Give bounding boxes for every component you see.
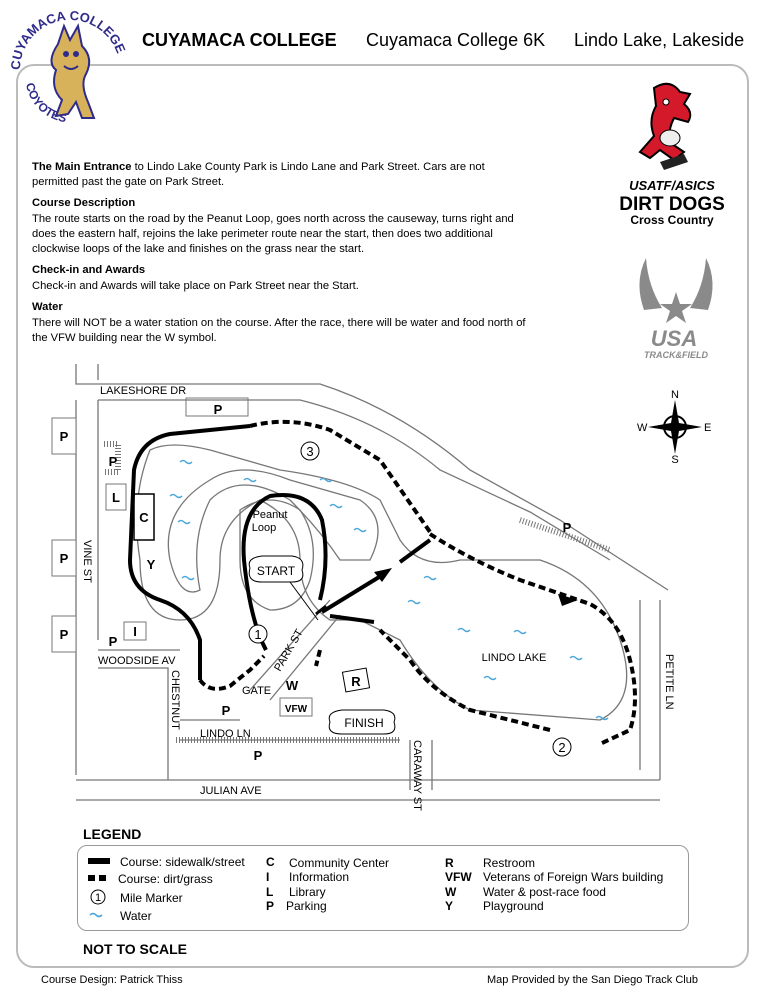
parking-label: P <box>60 551 69 566</box>
usa-track-field-logo: USA TRACK&FIELD <box>639 258 713 360</box>
callouts: START FINISH Peanut Loop LINDO LAKE <box>248 509 547 735</box>
compass-w: W <box>637 422 648 434</box>
peanut-loop-line2: Loop <box>252 522 276 534</box>
caraway-label: CARAWAY ST <box>411 740 423 811</box>
water-text: There will NOT be a water station on the… <box>32 317 526 344</box>
usatf-asics-text: USATF/ASICS <box>629 178 715 193</box>
legend-key-vfw: VFW <box>445 870 472 884</box>
checkin-text: Check-in and Awards will take place on P… <box>32 280 359 292</box>
restroom-label: R <box>351 674 361 689</box>
water-marks <box>169 459 609 721</box>
peanut-loop-line1: Peanut <box>253 509 288 521</box>
usa-text: USA <box>651 326 697 351</box>
park-st-label: PARK ST <box>272 627 306 673</box>
dirt-dogs-logo: USATF/ASICS DIRT DOGS Cross Country <box>619 82 725 227</box>
start-label: START <box>257 564 296 578</box>
course-arrows <box>374 568 578 606</box>
map-provided-credit: Map Provided by the San Diego Track Club <box>487 974 698 986</box>
course-text: The route starts on the road by the Pean… <box>32 213 514 255</box>
not-to-scale: NOT TO SCALE <box>83 941 187 957</box>
legend-key-r: R <box>445 856 454 870</box>
mile-markers: 1 2 3 <box>248 441 572 757</box>
parking-label: P <box>214 402 223 417</box>
parking-label: P <box>222 703 231 718</box>
legend-title: LEGEND <box>83 826 142 842</box>
lindo-ln-label: LINDO LN <box>200 728 251 740</box>
water-icon <box>89 912 103 918</box>
legend-dirt: Course: dirt/grass <box>118 872 213 886</box>
legend-key-i: I <box>266 870 270 884</box>
info-label: I <box>133 624 137 639</box>
legend-vfw: Veterans of Foreign Wars building <box>483 870 664 884</box>
water-heading: Water <box>32 301 63 313</box>
woodside-label: WOODSIDE AV <box>98 655 176 667</box>
mile-marker-1: 1 <box>254 627 261 642</box>
college-seal-logo: CUYAMACA COLLEGE COYOTES <box>8 8 129 125</box>
parking-label: P <box>109 634 118 649</box>
legend-sidewalk: Course: sidewalk/street <box>120 855 245 869</box>
svg-text:1: 1 <box>95 892 101 904</box>
entrance-paragraph: The Main Entrance to Lindo Lake County P… <box>32 160 532 190</box>
track-field-text: TRACK&FIELD <box>644 350 708 360</box>
legend-library: Library <box>289 885 326 899</box>
legend-key-p: P <box>266 899 275 913</box>
legend-key-y: Y <box>445 899 454 913</box>
legend-key-w: W <box>445 885 457 899</box>
race-title: Cuyamaca College 6K <box>366 30 546 50</box>
street-labels: LAKESHORE DR VINE ST WOODSIDE AV CHESTNU… <box>81 385 675 811</box>
legend-playground: Playground <box>483 899 544 913</box>
cross-country-text: Cross Country <box>630 213 714 227</box>
water-station-label: W <box>286 678 299 693</box>
legend-parking: Parking <box>286 899 327 913</box>
course-info: The Main Entrance to Lindo Lake County P… <box>32 160 532 350</box>
petite-label: PETITE LN <box>663 654 675 710</box>
chestnut-label: CHESTNUT <box>169 670 181 730</box>
mile-marker-icon <box>90 889 106 905</box>
library-label: L <box>112 490 120 505</box>
parking-label: P <box>563 520 572 535</box>
school-title: CUYAMACA COLLEGE <box>142 30 337 50</box>
legend-water-food: Water & post-race food <box>483 885 606 899</box>
playground-label: Y <box>147 557 156 572</box>
parking-label: P <box>109 454 118 469</box>
street-lines <box>75 364 669 801</box>
entrance-text: to Lindo Lake County Park is Lindo Lane … <box>32 161 485 188</box>
legend-course-symbols: 1 <box>88 858 110 918</box>
lindo-lake-label: LINDO LAKE <box>482 652 547 664</box>
course-map: P P P P P P P P P L C I Y R W VFW <box>51 364 711 811</box>
compass-s: S <box>671 454 678 466</box>
legend-information: Information <box>289 870 350 884</box>
legend-water: Water <box>120 909 152 923</box>
legend-box <box>77 845 689 931</box>
mile-marker-2: 2 <box>558 740 565 755</box>
dirt-dogs-text: DIRT DOGS <box>619 194 725 215</box>
course-design-credit: Course Design: Patrick Thiss <box>41 974 183 986</box>
gate-label: GATE <box>242 685 271 697</box>
compass-n: N <box>671 389 679 401</box>
community-center-label: C <box>139 510 149 525</box>
legend-key-l: L <box>266 885 274 899</box>
mile-marker-3: 3 <box>306 444 313 459</box>
course-dashed <box>198 419 637 746</box>
course-heading: Course Description <box>32 197 136 209</box>
location-title: Lindo Lake, Lakeside <box>574 30 745 50</box>
checkin-heading: Check-in and Awards <box>32 264 146 276</box>
course-solid <box>127 424 432 680</box>
map-frame <box>16 64 749 968</box>
compass-e: E <box>704 422 711 434</box>
parking-label: P <box>60 429 69 444</box>
vine-label: VINE ST <box>81 540 93 583</box>
parking-label: P <box>60 627 69 642</box>
legend-mile-marker: Mile Marker <box>120 891 183 905</box>
vfw-label: VFW <box>285 704 308 715</box>
parking-label: P <box>254 748 263 763</box>
julian-label: JULIAN AVE <box>200 785 262 797</box>
lakeshore-label: LAKESHORE DR <box>100 385 186 397</box>
legend-community-center: Community Center <box>289 856 390 870</box>
finish-label: FINISH <box>344 716 383 730</box>
legend-key-c: C <box>266 855 275 869</box>
entrance-heading: The Main Entrance <box>32 161 132 173</box>
compass-icon: N S E W <box>637 389 711 466</box>
legend-restroom: Restroom <box>483 856 536 870</box>
